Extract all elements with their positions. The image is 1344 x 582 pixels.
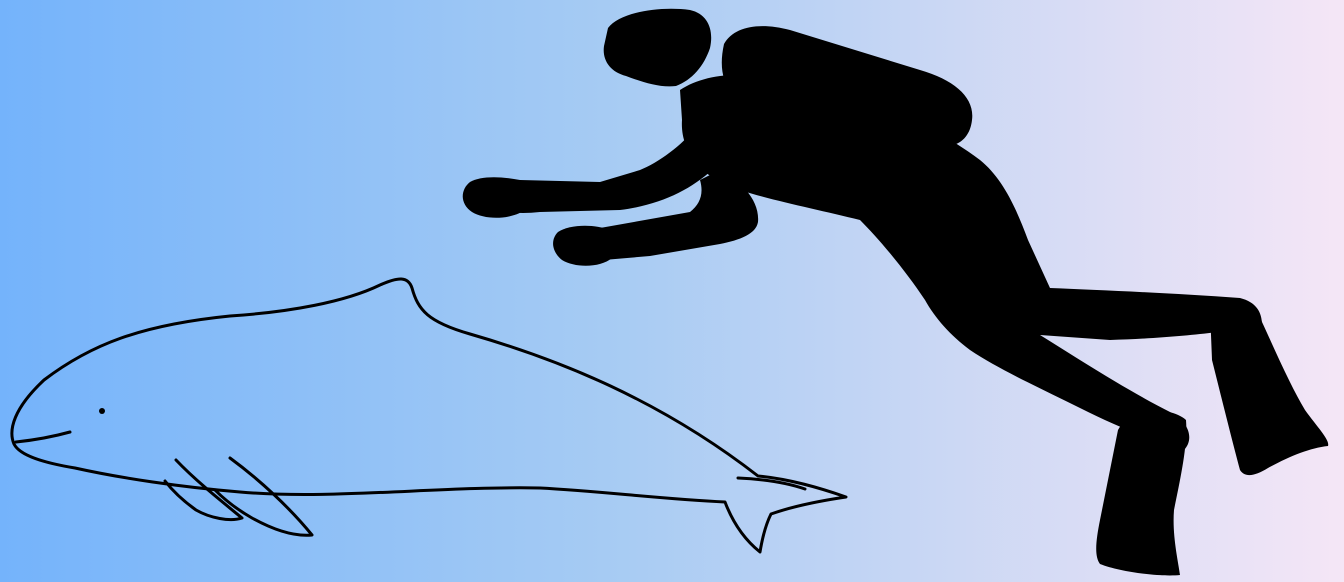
porpoise-eye xyxy=(99,408,105,414)
diver-hand-front xyxy=(463,177,525,218)
diver-hand-back xyxy=(553,226,612,266)
